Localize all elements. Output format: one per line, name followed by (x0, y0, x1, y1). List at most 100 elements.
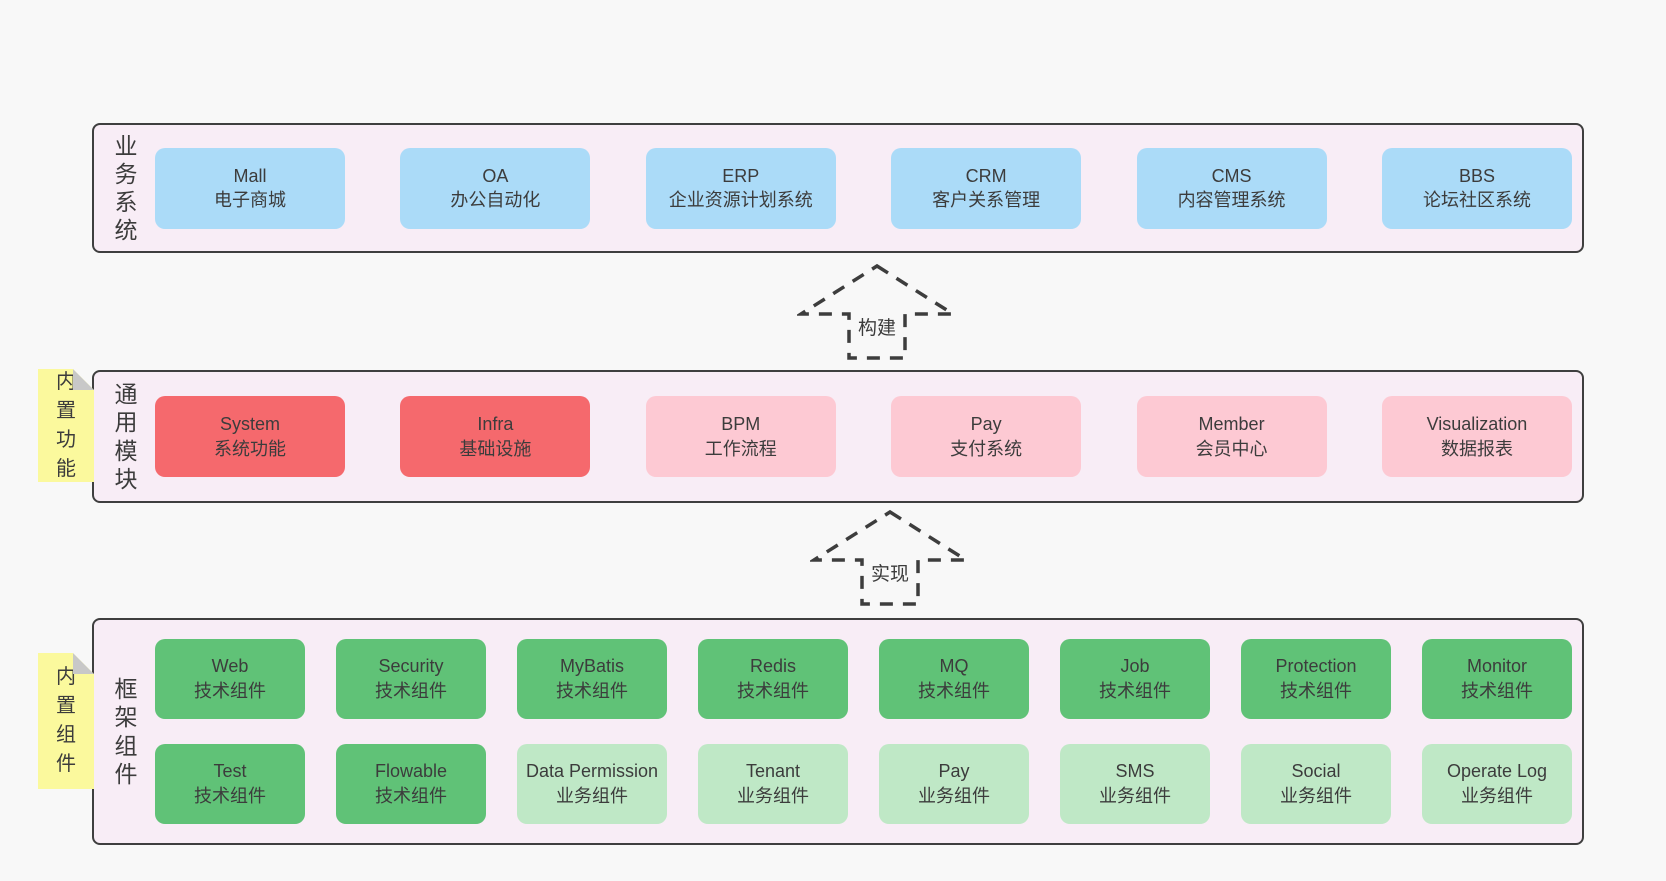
box-title: Operate Log (1446, 761, 1548, 782)
box-pay: Pay 支付系统 (891, 396, 1082, 477)
box-subtitle: 技术组件 (918, 680, 990, 701)
box-title: Flowable (374, 761, 448, 782)
box-job: Job 技术组件 (1060, 638, 1210, 719)
layer-title-common-modules: 通用模块 (114, 381, 138, 492)
box-subtitle: 技术组件 (1461, 680, 1533, 701)
sticky-note-text: 内置组件 (56, 666, 76, 775)
dashed-up-arrow-icon (810, 509, 970, 606)
box-monitor: Monitor 技术组件 (1422, 638, 1572, 719)
box-subtitle: 技术组件 (194, 785, 266, 806)
build-arrow-label: 构建 (854, 312, 900, 341)
box-subtitle: 系统功能 (214, 438, 286, 459)
box-subtitle: 业务组件 (918, 785, 990, 806)
box-subtitle: 基础设施 (459, 438, 532, 459)
box-mybatis: MyBatis 技术组件 (517, 638, 667, 719)
box-subtitle: 论坛社区系统 (1422, 190, 1531, 210)
box-test: Test 技术组件 (155, 743, 305, 824)
box-subtitle: 业务组件 (1099, 785, 1171, 806)
box-title: Web (211, 656, 249, 677)
box-subtitle: 技术组件 (1280, 680, 1352, 701)
box-title: BBS (1458, 165, 1495, 186)
box-title: CMS (1211, 165, 1252, 186)
note-fold-corner-icon (73, 369, 94, 390)
box-title: Data Permission (525, 761, 659, 782)
box-web: Web 技术组件 (155, 638, 305, 719)
sticky-note-built-in-components: 内置组件 (38, 653, 94, 789)
box-title: Redis (749, 656, 797, 677)
box-sms: SMS 业务组件 (1060, 743, 1210, 824)
box-mall: Mall 电子商城 (155, 147, 345, 229)
box-infra: Infra 基础设施 (400, 396, 591, 477)
build-arrow: 构建 (797, 262, 957, 362)
box-subtitle: 业务组件 (1280, 785, 1352, 806)
box-title: Mall (233, 165, 267, 186)
box-subtitle: 支付系统 (950, 438, 1023, 459)
box-title: CRM (965, 165, 1007, 186)
dashed-up-arrow-icon (797, 263, 957, 360)
box-title: Tenant (745, 761, 801, 782)
box-visualization: Visualization 数据报表 (1381, 396, 1572, 477)
box-title: MyBatis (559, 656, 624, 677)
box-subtitle: 技术组件 (737, 680, 809, 701)
box-title: Security (378, 656, 444, 677)
box-title: Social (1291, 761, 1341, 782)
box-title: Protection (1275, 656, 1357, 677)
box-bpm: BPM 工作流程 (645, 396, 836, 477)
box-title: OA (482, 165, 509, 186)
box-subtitle: 数据报表 (1440, 438, 1513, 459)
implement-arrow-label: 实现 (867, 558, 913, 587)
box-subtitle: 技术组件 (556, 680, 628, 701)
box-title: Pay (970, 414, 1002, 435)
box-subtitle: 技术组件 (194, 680, 266, 701)
box-subtitle: 技术组件 (375, 785, 447, 806)
box-redis: Redis 技术组件 (698, 638, 848, 719)
box-subtitle: 技术组件 (375, 680, 447, 701)
box-title: BPM (721, 414, 761, 435)
box-title: Monitor (1466, 656, 1528, 677)
box-operate-log: Operate Log 业务组件 (1422, 743, 1572, 824)
box-subtitle: 业务组件 (737, 785, 809, 806)
box-pay: Pay 业务组件 (879, 743, 1029, 824)
box-subtitle: 企业资源计划系统 (668, 190, 813, 210)
box-subtitle: 技术组件 (1099, 680, 1171, 701)
sticky-note-built-in-features: 内置功能 (38, 369, 94, 482)
box-flowable: Flowable 技术组件 (336, 743, 486, 824)
box-title: Infra (477, 414, 514, 435)
box-security: Security 技术组件 (336, 638, 486, 719)
box-protection: Protection 技术组件 (1241, 638, 1391, 719)
implement-arrow: 实现 (810, 508, 970, 608)
box-title: Job (1120, 656, 1150, 677)
layer-title-framework-components: 框架组件 (114, 676, 138, 787)
box-subtitle: 业务组件 (1461, 785, 1533, 806)
box-bbs: BBS 论坛社区系统 (1381, 147, 1572, 229)
box-subtitle: 内容管理系统 (1177, 190, 1286, 210)
box-oa: OA 办公自动化 (400, 147, 591, 229)
box-subtitle: 电子商城 (214, 190, 286, 210)
box-subtitle: 办公自动化 (450, 190, 541, 210)
box-cms: CMS 内容管理系统 (1136, 147, 1327, 229)
box-title: SMS (1115, 761, 1155, 782)
box-tenant: Tenant 业务组件 (698, 743, 848, 824)
box-subtitle: 业务组件 (556, 785, 628, 806)
box-subtitle: 工作流程 (704, 438, 777, 459)
box-title: Pay (938, 761, 970, 782)
box-title: Visualization (1426, 414, 1528, 435)
box-title: MQ (939, 656, 969, 677)
box-title: Test (213, 761, 247, 782)
box-data-permission: Data Permission 业务组件 (517, 743, 667, 824)
note-fold-corner-icon (73, 653, 94, 674)
